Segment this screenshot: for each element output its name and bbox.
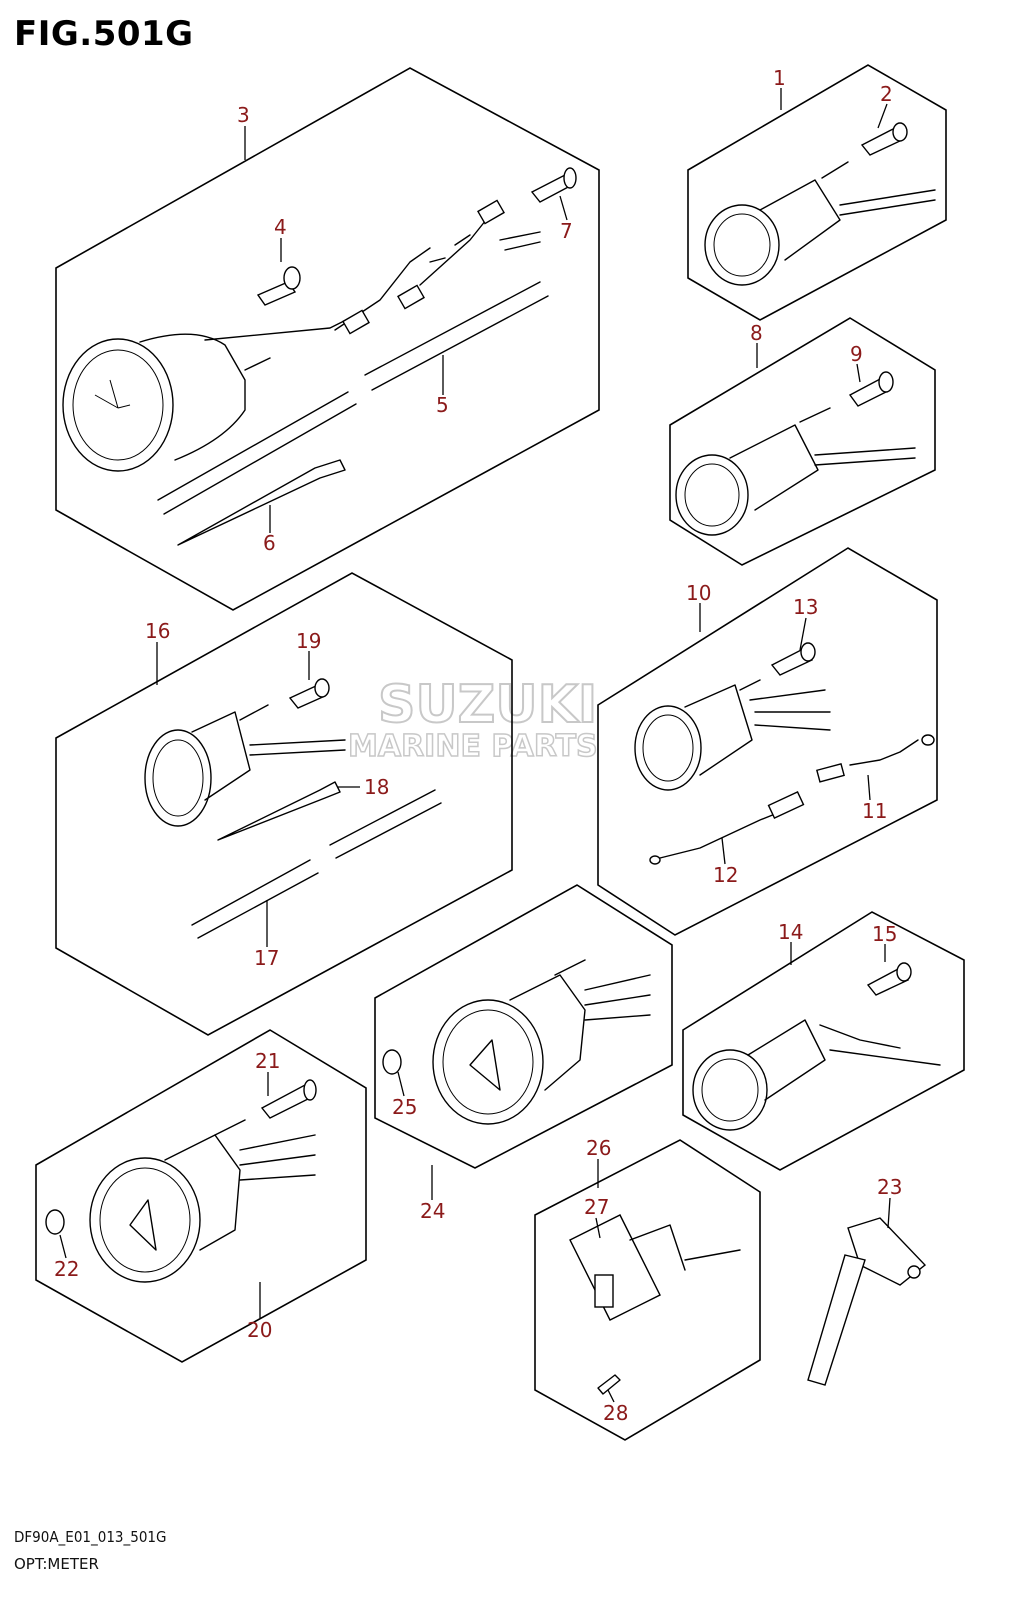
callout-9: 9 <box>850 342 863 366</box>
callout-5: 5 <box>436 393 449 417</box>
switch-27 <box>569 1214 741 1321</box>
bulb-2 <box>860 122 908 156</box>
callout-22: 22 <box>54 1257 79 1281</box>
callout-26: 26 <box>586 1136 611 1160</box>
connector-7 <box>530 167 577 203</box>
bulb-4 <box>256 266 301 306</box>
figure-title: FIG.501G <box>14 14 194 54</box>
callout-2: 2 <box>880 82 893 106</box>
meter-3 <box>62 199 541 472</box>
group-20-frame <box>35 1029 367 1363</box>
callout-leaders <box>59 88 891 1403</box>
callout-15: 15 <box>872 922 897 946</box>
callout-7: 7 <box>560 219 573 243</box>
bulb-21 <box>260 1079 317 1119</box>
callout-3: 3 <box>237 103 250 127</box>
bulb-15 <box>866 962 912 996</box>
callout-11: 11 <box>862 799 887 823</box>
watermark-subtitle: MARINE PARTS <box>348 729 598 764</box>
harness-12 <box>649 790 805 865</box>
callout-1: 1 <box>773 66 786 90</box>
group-14-frame <box>682 911 965 1171</box>
callout-27: 27 <box>584 1195 609 1219</box>
screw-28 <box>597 1374 621 1395</box>
watermark: SUZUKI MARINE PARTS <box>347 674 598 765</box>
callout-6: 6 <box>263 531 276 555</box>
tie-6 <box>177 459 346 546</box>
callout-4: 4 <box>274 215 287 239</box>
bulb-13 <box>770 642 816 676</box>
figure-code: DF90A_E01_013_501G <box>14 1528 167 1546</box>
meter-1 <box>704 161 936 286</box>
group-3-frame <box>55 67 600 611</box>
bulb-25 <box>382 1049 402 1075</box>
group-24-frame <box>374 884 673 1169</box>
sensor-23 <box>807 1217 927 1386</box>
tube-5 <box>157 281 549 515</box>
meter-10 <box>634 679 831 791</box>
figure-name: OPT:METER <box>14 1555 99 1573</box>
group-8-frame <box>669 317 936 566</box>
meter-14 <box>692 1019 941 1131</box>
meter-16 <box>144 704 346 827</box>
callout-25: 25 <box>392 1095 417 1119</box>
callout-21: 21 <box>255 1049 280 1073</box>
callout-10: 10 <box>686 581 711 605</box>
callout-14: 14 <box>778 920 803 944</box>
callout-20: 20 <box>247 1318 272 1342</box>
bulb-22 <box>45 1209 65 1235</box>
tube-17 <box>191 789 442 939</box>
callout-19: 19 <box>296 629 321 653</box>
group-10-frame <box>597 547 938 936</box>
harness-11 <box>815 734 935 783</box>
group-1-frame <box>687 64 947 321</box>
callout-18: 18 <box>364 775 389 799</box>
meter-20 <box>89 1119 316 1283</box>
bulb-9 <box>848 371 894 407</box>
watermark-brand: SUZUKI <box>378 675 597 735</box>
callout-13: 13 <box>793 595 818 619</box>
callout-12: 12 <box>713 863 738 887</box>
callout-24: 24 <box>420 1199 445 1223</box>
callout-numbers: 1 2 3 4 5 6 7 8 9 10 11 12 13 14 15 16 1… <box>54 66 902 1425</box>
meter-24 <box>432 959 651 1125</box>
group-26-frame <box>534 1139 761 1441</box>
callout-16: 16 <box>145 619 170 643</box>
callout-8: 8 <box>750 321 763 345</box>
callout-17: 17 <box>254 946 279 970</box>
callout-23: 23 <box>877 1175 902 1199</box>
group-16-frame <box>55 572 513 1036</box>
callout-28: 28 <box>603 1401 628 1425</box>
meter-8 <box>675 407 916 536</box>
bulb-19 <box>288 678 330 709</box>
tie-18 <box>217 781 341 841</box>
